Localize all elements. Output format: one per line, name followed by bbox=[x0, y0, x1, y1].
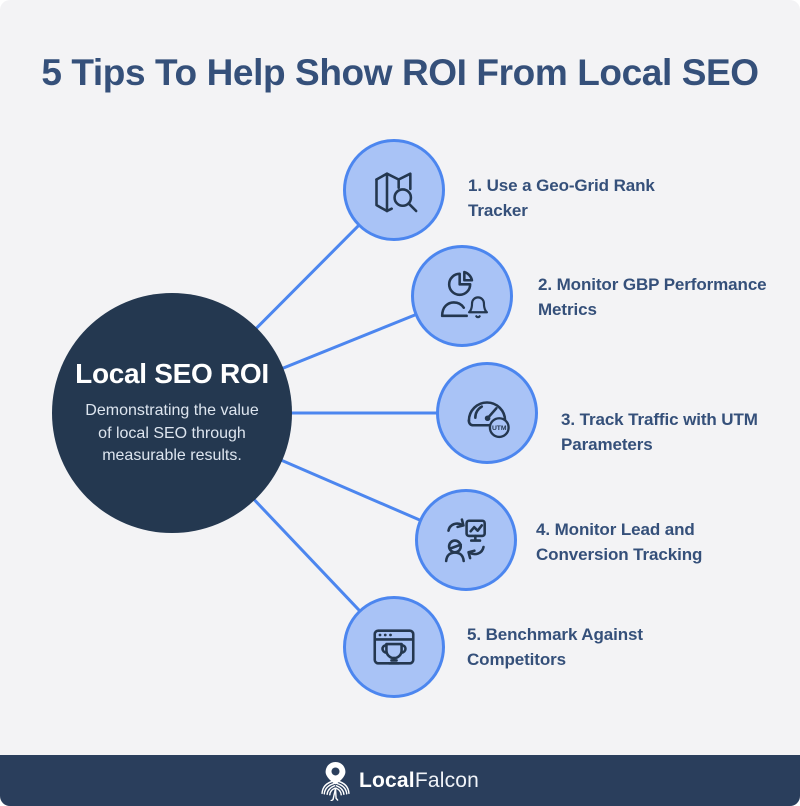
central-topic-description: Demonstrating the value of local SEO thr… bbox=[85, 401, 259, 465]
map-search-icon bbox=[375, 172, 418, 213]
browser-trophy-icon bbox=[373, 629, 415, 665]
tip-node-1 bbox=[343, 139, 445, 241]
tip-label-3: 3. Track Traffic with UTM Parameters bbox=[561, 410, 758, 454]
localfalcon-wordmark: LocalFalcon bbox=[359, 769, 479, 793]
brand-bold-text: Local bbox=[358, 768, 415, 792]
tip-node-5 bbox=[343, 596, 445, 698]
tip-node-3: UTM bbox=[436, 362, 538, 464]
page-title: 5 Tips To Help Show ROI From Local SEO bbox=[41, 52, 759, 93]
central-topic-circle: Local SEO ROI Demonstrating the value of… bbox=[52, 293, 292, 533]
tip-node-2 bbox=[411, 245, 513, 347]
tip-label-4: 4. Monitor Lead and Conversion Tracking bbox=[536, 520, 703, 564]
central-topic-heading: Local SEO ROI bbox=[75, 357, 269, 389]
gauge-utm-icon: UTM bbox=[467, 401, 510, 439]
lead-conversion-cycle-icon bbox=[444, 518, 486, 563]
localfalcon-logo-icon bbox=[321, 761, 350, 801]
footer-bar: LocalFalcon bbox=[0, 755, 800, 806]
brand-light-text: Falcon bbox=[414, 768, 480, 792]
tip-node-4 bbox=[415, 489, 517, 591]
audience-pie-bell-icon bbox=[440, 270, 488, 319]
tip-label-2: 2. Monitor GBP Performance Metrics bbox=[538, 275, 767, 319]
tip-label-1: 1. Use a Geo-Grid Rank Tracker bbox=[468, 176, 655, 220]
tip-label-5: 5. Benchmark Against Competitors bbox=[467, 625, 643, 669]
utm-badge-label: UTM bbox=[492, 425, 507, 432]
